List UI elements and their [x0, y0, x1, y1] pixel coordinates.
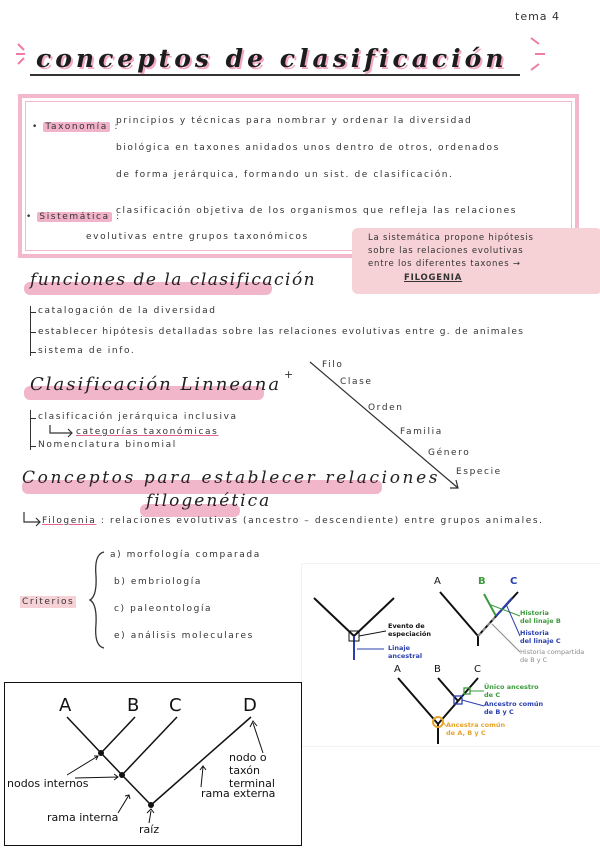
filogenia-line: Filogenia : relaciones evolutivas (ances… — [42, 516, 544, 526]
rank-clase: Clase — [340, 377, 373, 387]
linneana-heading: Clasificación Linneana — [30, 374, 282, 395]
rama-interna-label: rama interna — [47, 811, 119, 824]
filogenia-term: Filogenia — [42, 516, 97, 526]
sistematica-line-1: clasificación objetiva de los organismos… — [116, 206, 518, 216]
taxonomia-line-2: biológica en taxones anidados unos dentr… — [116, 143, 500, 153]
funciones-item-2: establecer hipótesis detalladas sobre la… — [38, 327, 525, 337]
rank-familia: Familia — [400, 427, 443, 437]
rank-filo: Filo — [322, 360, 344, 370]
linneana-item-3: Nomenclatura binomial — [38, 440, 177, 450]
tree-taxon-a: A — [59, 695, 72, 716]
tree-figure: A B C D nodos internos nodo o taxón term… — [4, 682, 302, 846]
ranks-arrow — [304, 358, 464, 498]
rank-orden: Orden — [368, 403, 404, 413]
topic-tag: tema 4 — [515, 10, 561, 23]
criterio-c: c) paleontología — [114, 604, 213, 614]
rank-genero: Género — [428, 448, 471, 458]
raiz-label: raíz — [139, 823, 160, 836]
linneana-item-1: clasificación jerárquica inclusiva — [38, 412, 238, 422]
funciones-item-3: sistema de info. — [38, 346, 136, 356]
fig-label-b-bottom: B — [434, 664, 441, 675]
funciones-highlight — [24, 282, 272, 295]
funciones-item-1: catalogación de la diversidad — [38, 306, 217, 316]
term-sistematica: Sistemática — [37, 212, 112, 222]
title-sparkle-right — [525, 32, 549, 80]
note-line-1: La sistemática propone hipótesis — [368, 233, 534, 243]
note-line-2: sobre las relaciones evolutivas — [368, 246, 524, 256]
fig-label-a-bottom: A — [394, 664, 401, 675]
title-sparkle-left — [14, 38, 34, 72]
sistematica-line-2: evolutivas entre grupos taxonómicos — [86, 232, 309, 242]
criterio-a: a) morfología comparada — [110, 550, 261, 560]
linneana-highlight — [24, 386, 264, 400]
evolution-figure-lines — [313, 591, 521, 744]
nodos-internos-label: nodos internos — [7, 777, 89, 790]
funciones-heading: funciones de la clasificación — [30, 270, 317, 290]
conceptos-highlight-1 — [22, 480, 382, 494]
rank-especie: Especie — [456, 467, 502, 477]
criterios-brace — [88, 550, 108, 654]
conceptos-heading-1: Conceptos para establecer relaciones — [22, 468, 441, 488]
taxonomia-line-1: principios y técnicas para nombrar y ord… — [116, 116, 473, 126]
fig-label-c-top: C — [510, 576, 518, 587]
linneana-bracket — [30, 410, 32, 450]
conceptos-highlight-2 — [140, 504, 240, 517]
tree-taxon-b: B — [127, 695, 140, 716]
fig-label-a-top: A — [434, 576, 441, 587]
plus-sign: + — [284, 368, 295, 381]
filogenia-arrow — [22, 512, 44, 532]
funciones-bracket — [30, 306, 32, 356]
definition-taxonomia: • Taxonomía : — [32, 122, 119, 132]
linneana-arrow — [48, 424, 78, 443]
term-taxonomia: Taxonomía — [43, 122, 110, 132]
criterio-e: e) análisis moleculares — [114, 631, 254, 641]
definition-sistematica: • Sistemática : — [26, 212, 121, 222]
title-underline — [30, 74, 520, 76]
note-card: La sistemática propone hipótesis sobre l… — [352, 228, 600, 294]
tree-taxon-c: C — [169, 695, 182, 716]
page-title: conceptos de clasificación — [36, 44, 508, 73]
fig-label-b-top: B — [478, 576, 486, 587]
fig-label-c-bottom: C — [474, 664, 481, 675]
taxonomia-line-3: de forma jerárquica, formando un sist. d… — [116, 170, 454, 180]
criterios-label: Criterios — [20, 596, 77, 608]
rama-externa-label: rama externa — [201, 787, 276, 800]
filogenia-definition: relaciones evolutivas (ancestro – descen… — [109, 516, 544, 526]
definitions-box — [18, 94, 579, 258]
note-line-3: entre los diferentes taxones → — [368, 259, 521, 269]
note-keyword: FILOGENIA — [404, 273, 463, 283]
tree-taxon-d: D — [243, 695, 257, 716]
nodo-terminal-label: nodo o taxón terminal — [229, 751, 275, 790]
conceptos-heading-2: filogenética — [146, 491, 272, 511]
linneana-item-2: categorías taxonómicas — [76, 427, 219, 437]
criterio-b: b) embriología — [114, 577, 202, 587]
tree-figure-lines — [66, 716, 264, 824]
